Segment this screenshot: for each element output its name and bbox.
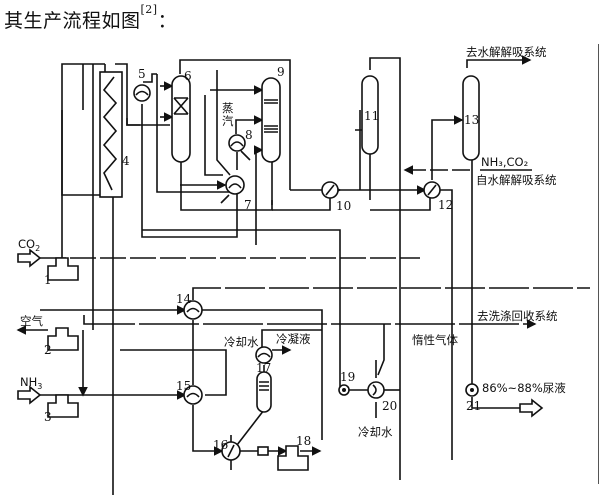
label-19: 19 xyxy=(340,370,355,384)
compressor-1 xyxy=(47,257,79,281)
pipe-14-top xyxy=(192,287,590,300)
label-2: 2 xyxy=(44,343,52,357)
condenser-17 xyxy=(255,346,273,364)
label-7: 7 xyxy=(244,198,252,212)
label-9: 9 xyxy=(277,65,285,79)
column-9 xyxy=(261,77,281,163)
equipment-labels: 1 2 3 4 5 6 7 8 9 10 11 12 13 14 15 16 1… xyxy=(44,65,481,452)
pump-21 xyxy=(465,383,479,397)
urea-product-label: 86%~88%尿液 xyxy=(482,381,566,395)
compressor-18 xyxy=(277,445,309,471)
pipe-8-to-9 xyxy=(235,115,264,134)
pump-19 xyxy=(338,384,350,396)
heat-exchanger-7 xyxy=(220,175,245,204)
label-8: 8 xyxy=(245,128,253,142)
pipe-13-top xyxy=(466,55,532,68)
heat-exchanger-16 xyxy=(221,435,241,470)
product-arrow xyxy=(519,398,544,418)
pipe-5-down-right xyxy=(156,74,230,193)
pipe-sep-to-16 xyxy=(236,409,265,446)
pipe-to-6-lower xyxy=(126,118,170,126)
pipe-5-to-19 xyxy=(142,229,341,390)
label-1: 1 xyxy=(44,273,52,287)
pipe-14-right xyxy=(200,309,323,440)
caption-reference: [2] xyxy=(140,3,158,16)
label-12: 12 xyxy=(438,198,453,212)
diagram-frame xyxy=(8,44,599,484)
pipe-15-to-16 xyxy=(192,405,224,456)
pipe-to-7-upper xyxy=(216,70,231,176)
label-20: 20 xyxy=(382,399,397,413)
pipe-15-loop xyxy=(120,349,227,396)
nh3-inlet-arrow xyxy=(17,385,42,405)
label-16: 16 xyxy=(213,438,228,452)
stream-labels: CO2 空气 NH3 蒸 汽 去水解解吸系统 NH₃,CO₂ 自水解解吸系统 去… xyxy=(18,45,566,439)
pipe-to-9-lower xyxy=(254,145,264,245)
caption-text: 其生产流程如图 xyxy=(4,10,141,32)
pipe-top-4b xyxy=(115,63,128,72)
cooling-water-17-label: 冷却水 xyxy=(224,335,259,349)
heat-exchanger-5 xyxy=(133,84,151,102)
compressor-3 xyxy=(47,394,79,418)
condensate-label: 冷凝液 xyxy=(276,332,311,346)
label-18: 18 xyxy=(296,434,311,448)
caption-colon: ： xyxy=(157,10,178,32)
air-label: 空气 xyxy=(20,314,43,328)
cooling-water-20-label: 冷却水 xyxy=(358,425,393,439)
separator xyxy=(256,371,272,413)
label-3: 3 xyxy=(44,410,52,424)
pipe-4-bottom-loop xyxy=(61,110,113,196)
pipe-5-top xyxy=(143,73,157,83)
nh3-co2-label: NH₃,CO₂ xyxy=(481,155,528,169)
label-21: 21 xyxy=(466,399,481,413)
pipe-into-11 xyxy=(355,110,362,190)
label-5: 5 xyxy=(138,67,146,81)
cooler-20 xyxy=(367,381,385,399)
pipe-6-top xyxy=(179,59,291,190)
figure-caption: 其生产流程如图[2]： xyxy=(4,3,178,33)
pipe-6-side-to-7 xyxy=(204,95,223,176)
label-15: 15 xyxy=(176,379,191,393)
vessel-6 xyxy=(171,75,191,163)
flow-meter xyxy=(257,446,269,456)
pipe-9-to-10-loop xyxy=(272,196,331,211)
pipe-21-product xyxy=(471,397,520,409)
from-hydrolysis-label: 自水解解吸系统 xyxy=(476,173,557,187)
to-hydrolysis-label: 去水解解吸系统 xyxy=(466,45,547,59)
label-13: 13 xyxy=(464,113,479,127)
heat-exchanger-12 xyxy=(423,181,441,199)
label-10: 10 xyxy=(336,199,351,213)
vessel-11 xyxy=(361,75,379,155)
pipe-11-top-down xyxy=(369,57,401,480)
equipment xyxy=(16,71,544,471)
pipe-12-right xyxy=(440,189,453,460)
steam-label-2: 汽 xyxy=(222,114,234,128)
label-11: 11 xyxy=(364,109,379,123)
vessel-13 xyxy=(462,75,480,161)
pipe-17-top xyxy=(261,329,322,348)
inert-gas-label: 惰性气体 xyxy=(412,333,458,347)
co2-label: CO2 xyxy=(18,237,40,253)
label-14: 14 xyxy=(176,292,192,306)
nh3-label: NH3 xyxy=(20,375,42,391)
synthesis-tower-4 xyxy=(99,71,123,198)
steam-label-1: 蒸 xyxy=(222,101,234,115)
heat-exchanger-15 xyxy=(183,385,203,405)
pipe-wash-recovery xyxy=(83,315,537,329)
label-4: 4 xyxy=(122,154,130,168)
heat-exchanger-14 xyxy=(183,300,203,320)
heater-8 xyxy=(228,134,251,161)
pipe-12-to-13 xyxy=(431,115,464,180)
co2-inlet-arrow xyxy=(17,248,42,268)
to-wash-recovery-label: 去洗涤回收系统 xyxy=(477,309,558,323)
label-17: 17 xyxy=(256,361,271,375)
compressor-2 xyxy=(47,327,79,351)
pipelines xyxy=(40,55,590,495)
heat-exchanger-10 xyxy=(321,181,339,199)
pipe-inert-down xyxy=(377,324,385,376)
label-6: 6 xyxy=(184,69,192,83)
